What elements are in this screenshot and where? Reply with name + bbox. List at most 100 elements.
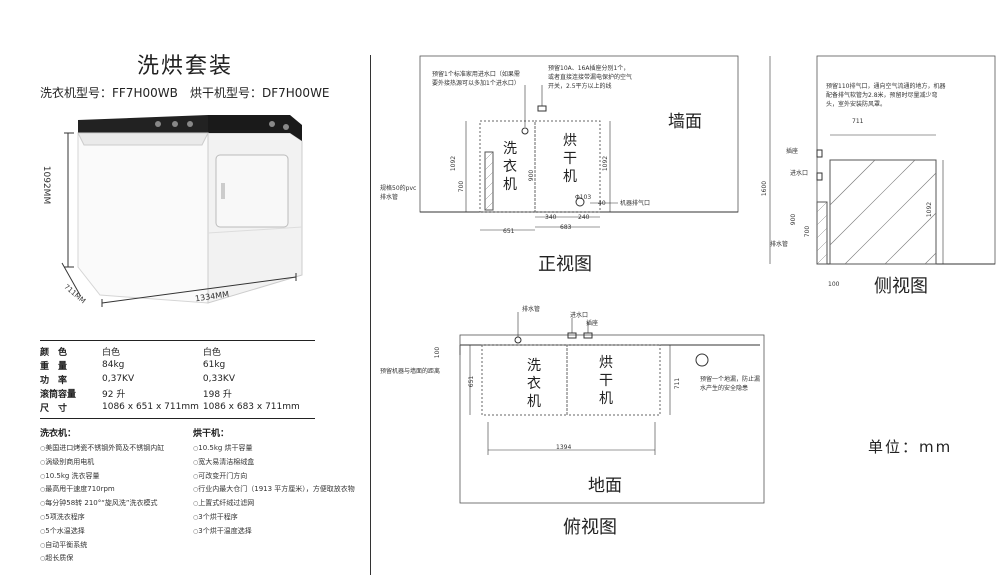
table-row: 颜 色 白色 白色 — [40, 344, 304, 358]
front-exhaust-label: 机器排气口 — [620, 200, 651, 207]
top-outlet-label: 插座 — [586, 320, 599, 327]
top-dim-1394: 1394 — [556, 444, 572, 451]
list-item: 10.5kg 烘干容量 — [193, 442, 355, 456]
top-dim-100: 100 — [434, 346, 442, 359]
label-char: 烘 — [599, 355, 613, 371]
label-char: 机 — [503, 177, 517, 193]
label-char: 干 — [563, 151, 577, 167]
front-note-water: 预留1个标准家用进水口（如果需要外接热源可以多加1个进水口） — [432, 71, 520, 87]
list-item: 超长质保 — [40, 552, 164, 566]
dim-700: 700 — [458, 180, 466, 193]
side-dim-100: 100 — [828, 281, 840, 288]
washer-dryer-illustration — [61, 115, 303, 307]
front-wall-label: 墙面 — [668, 112, 702, 132]
table-cell: 滚筒容量 — [40, 389, 77, 400]
list-item: 最高甩干速度710rpm — [40, 483, 164, 497]
list-item: 自动平衡系统 — [40, 539, 164, 553]
dim-1092a: 1092 — [450, 155, 458, 172]
dim-240: 240 — [578, 214, 590, 221]
washer-model: 洗衣机型号：FF7H00WB — [40, 86, 178, 100]
side-dim-700: 700 — [804, 225, 812, 238]
label-char: 衣 — [503, 159, 517, 175]
front-dryer-label: 烘干机 — [560, 132, 580, 186]
table-row: 重 量 84kg 61kg — [40, 358, 304, 372]
list-item: 每分钟58转 210°“旋风洗”洗衣模式 — [40, 497, 164, 511]
list-item: 行业内最大仓门（1913 平方厘米），方便取放衣物 — [193, 483, 355, 497]
list-item: 3个烘干温度选择 — [193, 525, 355, 539]
table-cell: 白色 — [102, 347, 121, 358]
side-drain-label: 排水管 — [770, 241, 789, 248]
table-cell: 1086 x 683 x 711mm — [202, 402, 300, 412]
top-washer-label: 洗衣机 — [524, 357, 544, 411]
table-row: 功 率 0,37KV 0,33KV — [40, 372, 304, 386]
side-dim-711: 711 — [852, 118, 864, 125]
list-item: 美国进口烤瓷不锈钢外筒及不锈钢内缸 — [40, 442, 164, 456]
label-char: 干 — [599, 373, 613, 389]
dim-340: 340 — [545, 214, 557, 221]
list-item: 5项洗衣程序 — [40, 511, 164, 525]
top-dim-651: 651 — [468, 375, 476, 388]
front-view-caption: 正视图 — [538, 254, 592, 275]
front-drain-label: 规格50的pvc排水管 — [380, 185, 417, 201]
top-view-caption: 俯视图 — [563, 517, 617, 538]
list-item: 上置式纤绒过滤网 — [193, 497, 355, 511]
table-cell: 白色 — [202, 347, 221, 358]
dryer-features-list: 10.5kg 烘干容量宽大易清洁棉绒盒可改变开门方向行业内最大仓门（1913 平… — [193, 442, 355, 539]
side-dim-1092: 1092 — [926, 201, 934, 218]
dim-651: 651 — [503, 228, 515, 235]
dim-683: 683 — [560, 224, 572, 231]
top-view-drawing — [459, 312, 765, 504]
table-cell: 功 率 — [40, 375, 68, 386]
dim-d103: Φ103 — [575, 194, 592, 201]
table-cell: 0,33KV — [202, 374, 235, 384]
table-cell: 198 升 — [202, 389, 232, 400]
side-inlet-label: 进水口 — [790, 170, 809, 177]
table-cell: 重 量 — [40, 361, 68, 372]
list-item: 10.5kg 洗衣容量 — [40, 470, 164, 484]
top-gap-note: 预留机器与墙面的距离 — [380, 368, 441, 375]
side-dim-1600: 1600 — [761, 180, 769, 197]
side-dim-900: 900 — [790, 213, 798, 226]
top-floor-drain-note: 预留一个地漏，防止漏水产生的安全隐患 — [700, 376, 761, 392]
dryer-features-title: 烘干机： — [193, 429, 230, 439]
top-drain-label: 排水管 — [522, 306, 541, 313]
label-char: 机 — [527, 394, 541, 410]
washer-features-title: 洗衣机： — [40, 429, 77, 439]
list-item: 涡级别商用电机 — [40, 456, 164, 470]
table-cell: 92 升 — [102, 389, 126, 400]
side-view-drawing — [769, 55, 996, 265]
side-view-caption: 侧视图 — [874, 276, 928, 297]
label-char: 洗 — [503, 141, 517, 157]
top-dryer-label: 烘干机 — [596, 354, 616, 408]
table-cell: 颜 色 — [40, 347, 68, 358]
table-cell: 61kg — [202, 360, 226, 370]
table-row: 滚筒容量 92 升 198 升 — [40, 386, 304, 400]
height-dimension-label: 1092MM — [41, 165, 52, 205]
label-char: 机 — [563, 169, 577, 185]
list-item: 宽大易清洁棉绒盒 — [193, 456, 355, 470]
label-char: 衣 — [527, 376, 541, 392]
label-char: 烘 — [563, 133, 577, 149]
washer-features-list: 美国进口烤瓷不锈钢外筒及不锈钢内缸涡级别商用电机10.5kg 洗衣容量最高甩干速… — [40, 442, 164, 566]
front-note-socket: 预留10A、16A插座分别1个，或者直接连接带漏电保护的空气开关，2.5平方以上… — [548, 65, 633, 90]
table-cell: 1086 x 651 x 711mm — [102, 402, 199, 412]
dim-1092b: 1092 — [602, 155, 610, 172]
dim-900: 900 — [528, 169, 536, 182]
table-top-rule — [40, 340, 315, 341]
table-cell: 0,37KV — [102, 374, 135, 384]
table-cell: 尺 寸 — [40, 403, 68, 414]
label-char: 机 — [599, 391, 613, 407]
top-dim-711: 711 — [674, 377, 682, 390]
page-title: 洗烘套装 — [136, 54, 233, 79]
side-note-exhaust: 预留110排气口，通向空气流通的地方，机器配备排气软管为2.8米，预留时尽量减少… — [826, 83, 946, 108]
top-inlet-label: 进水口 — [570, 312, 589, 319]
dim-40: 40 — [598, 200, 606, 207]
list-item: 5个水温选择 — [40, 525, 164, 539]
front-view-drawing — [419, 55, 739, 231]
table-cell: 84kg — [102, 360, 125, 370]
front-washer-label: 洗衣机 — [500, 140, 520, 194]
spec-table: 颜 色 白色 白色重 量 84kg 61kg 功 率 0,37KV 0,33KV 滚筒容量 92 … — [40, 344, 304, 414]
unit-label: 单位：mm — [868, 438, 953, 456]
dryer-model: 烘干机型号：DF7H00WE — [190, 86, 330, 100]
